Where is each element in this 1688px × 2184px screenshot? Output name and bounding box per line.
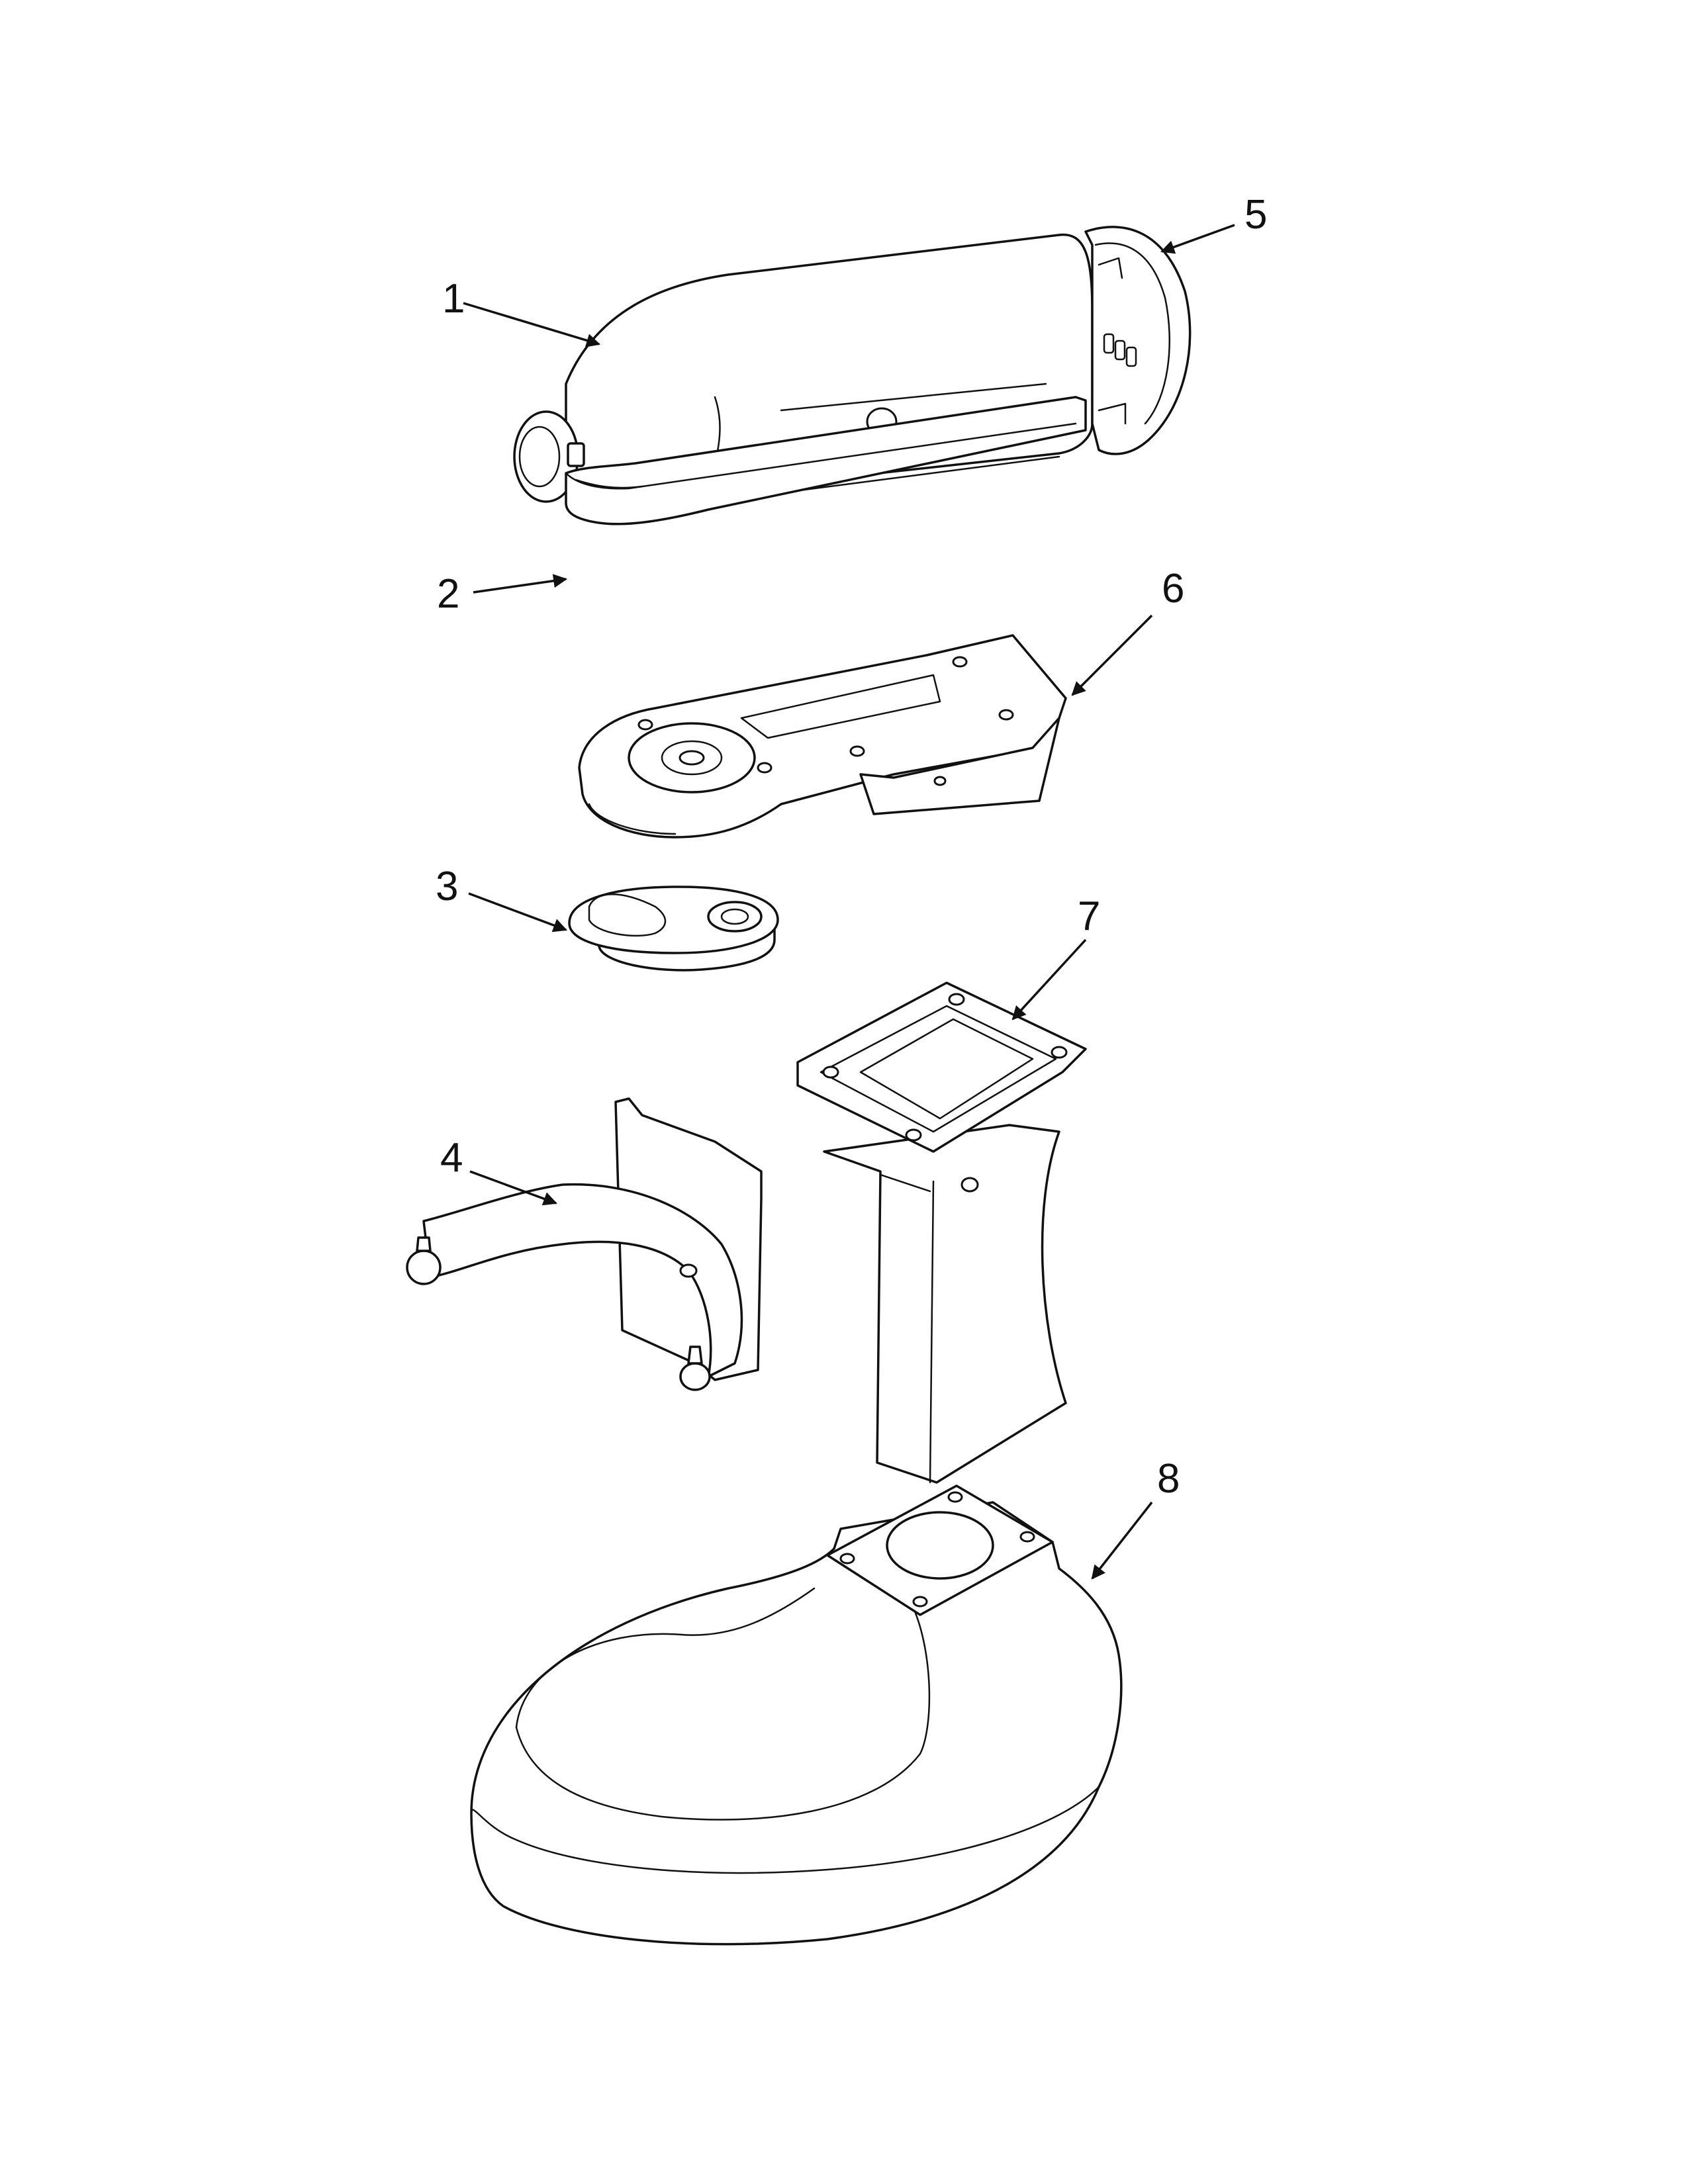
leader-5 — [1160, 224, 1235, 254]
part-8-base[interactable] — [470, 1484, 1123, 1946]
part-7-pedestal[interactable] — [796, 981, 1087, 1484]
callout-7: 7 — [1078, 893, 1100, 939]
leader-3 — [468, 892, 567, 933]
leader-8 — [1091, 1501, 1153, 1580]
callout-6: 6 — [1162, 566, 1184, 612]
callout-1: 1 — [442, 276, 465, 322]
leader-lines — [463, 224, 1235, 1580]
callout-4: 4 — [440, 1135, 463, 1181]
part-6-gear-housing-plate[interactable] — [578, 634, 1067, 839]
leader-4 — [469, 1170, 557, 1206]
leader-2 — [473, 574, 568, 594]
leader-6 — [1071, 614, 1153, 696]
leader-1 — [463, 302, 601, 347]
callout-5: 5 — [1244, 192, 1267, 238]
part-2-band[interactable] — [565, 396, 1087, 525]
leader-7 — [1011, 938, 1087, 1021]
part-4-bowl-bracket[interactable] — [406, 1097, 763, 1391]
callout-8: 8 — [1157, 1456, 1180, 1502]
callout-3: 3 — [436, 864, 458, 909]
callout-labels: 1 2 3 4 5 6 7 8 — [436, 192, 1267, 1502]
part-3-planetary-hub[interactable] — [568, 886, 779, 972]
callout-2: 2 — [437, 571, 459, 617]
part-5-rear-cover[interactable] — [1084, 226, 1192, 455]
